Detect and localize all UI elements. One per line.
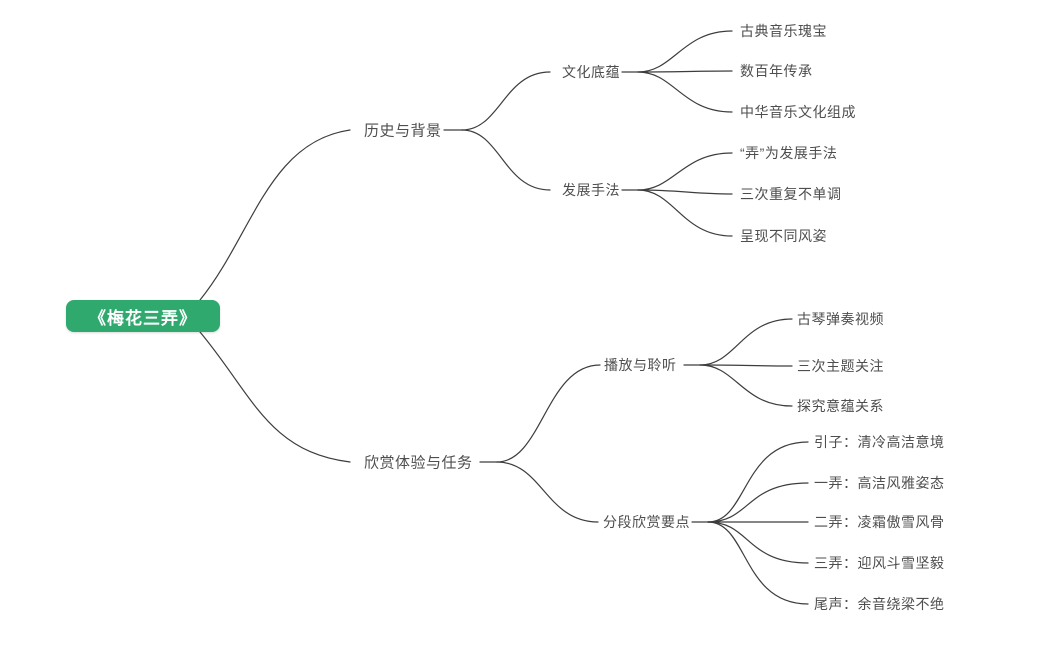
leaf-first-nong[interactable]: 一弄：高洁风雅姿态: [814, 475, 945, 491]
leaf-guqin-video[interactable]: 古琴弹奏视频: [797, 311, 884, 327]
branch-history-background[interactable]: 历史与背景: [364, 122, 442, 140]
leaf-three-theme-focus[interactable]: 三次主题关注: [797, 358, 884, 374]
connector-appreciation-segments: [496, 461, 599, 523]
connector-segments-leaf4: [707, 521, 809, 564]
root-node-meihuasannong[interactable]: 《梅花三弄》: [66, 300, 220, 332]
leaf-intro-mood[interactable]: 引子：清冷高洁意境: [814, 434, 945, 450]
connector-listen-leaf3: [699, 364, 793, 407]
connector-listen-leaf1: [699, 318, 793, 366]
subtopic-play-listen[interactable]: 播放与聆听: [604, 357, 677, 373]
leaf-second-nong[interactable]: 二弄：凌霜傲雪风骨: [814, 514, 945, 530]
leaf-three-repeats-not-dull[interactable]: 三次重复不单调: [740, 186, 842, 202]
leaf-coda[interactable]: 尾声：余音绕梁不绝: [814, 596, 945, 612]
connector-method-leaf3: [637, 189, 733, 237]
connector-method-leaf2: [637, 189, 733, 195]
connector-culture-leaf2: [637, 70, 733, 73]
branch-appreciation-tasks[interactable]: 欣赏体验与任务: [364, 454, 473, 472]
connector-appreciation-listen: [496, 364, 601, 463]
connector-root-appreciation: [199, 331, 351, 463]
connector-culture-leaf3: [637, 71, 733, 113]
connector-history-culture: [461, 71, 551, 131]
leaf-third-nong[interactable]: 三弄：迎风斗雪坚毅: [814, 555, 945, 571]
connector-segments-leaf1: [707, 441, 809, 523]
leaf-classical-music-gem[interactable]: 古典音乐瑰宝: [740, 23, 827, 39]
connector-method-leaf1: [637, 152, 733, 191]
connector-history-method: [461, 129, 551, 191]
connector-culture-leaf1: [637, 30, 733, 73]
subtopic-cultural-heritage[interactable]: 文化底蕴: [562, 64, 620, 80]
leaf-nong-as-method[interactable]: “弄”为发展手法: [740, 145, 838, 161]
leaf-chinese-music-component[interactable]: 中华音乐文化组成: [740, 104, 856, 120]
connector-segments-leaf2: [707, 482, 809, 523]
subtopic-segment-points[interactable]: 分段欣赏要点: [603, 514, 690, 530]
leaf-explore-meaning[interactable]: 探究意蕴关系: [797, 398, 884, 414]
leaf-centuries-heritage[interactable]: 数百年传承: [740, 63, 813, 79]
connector-root-history: [199, 129, 351, 301]
leaf-different-styles[interactable]: 呈现不同风姿: [740, 228, 827, 244]
connector-listen-leaf2: [699, 364, 793, 367]
connector-segments-leaf5: [707, 521, 809, 605]
subtopic-development-method[interactable]: 发展手法: [562, 182, 620, 198]
